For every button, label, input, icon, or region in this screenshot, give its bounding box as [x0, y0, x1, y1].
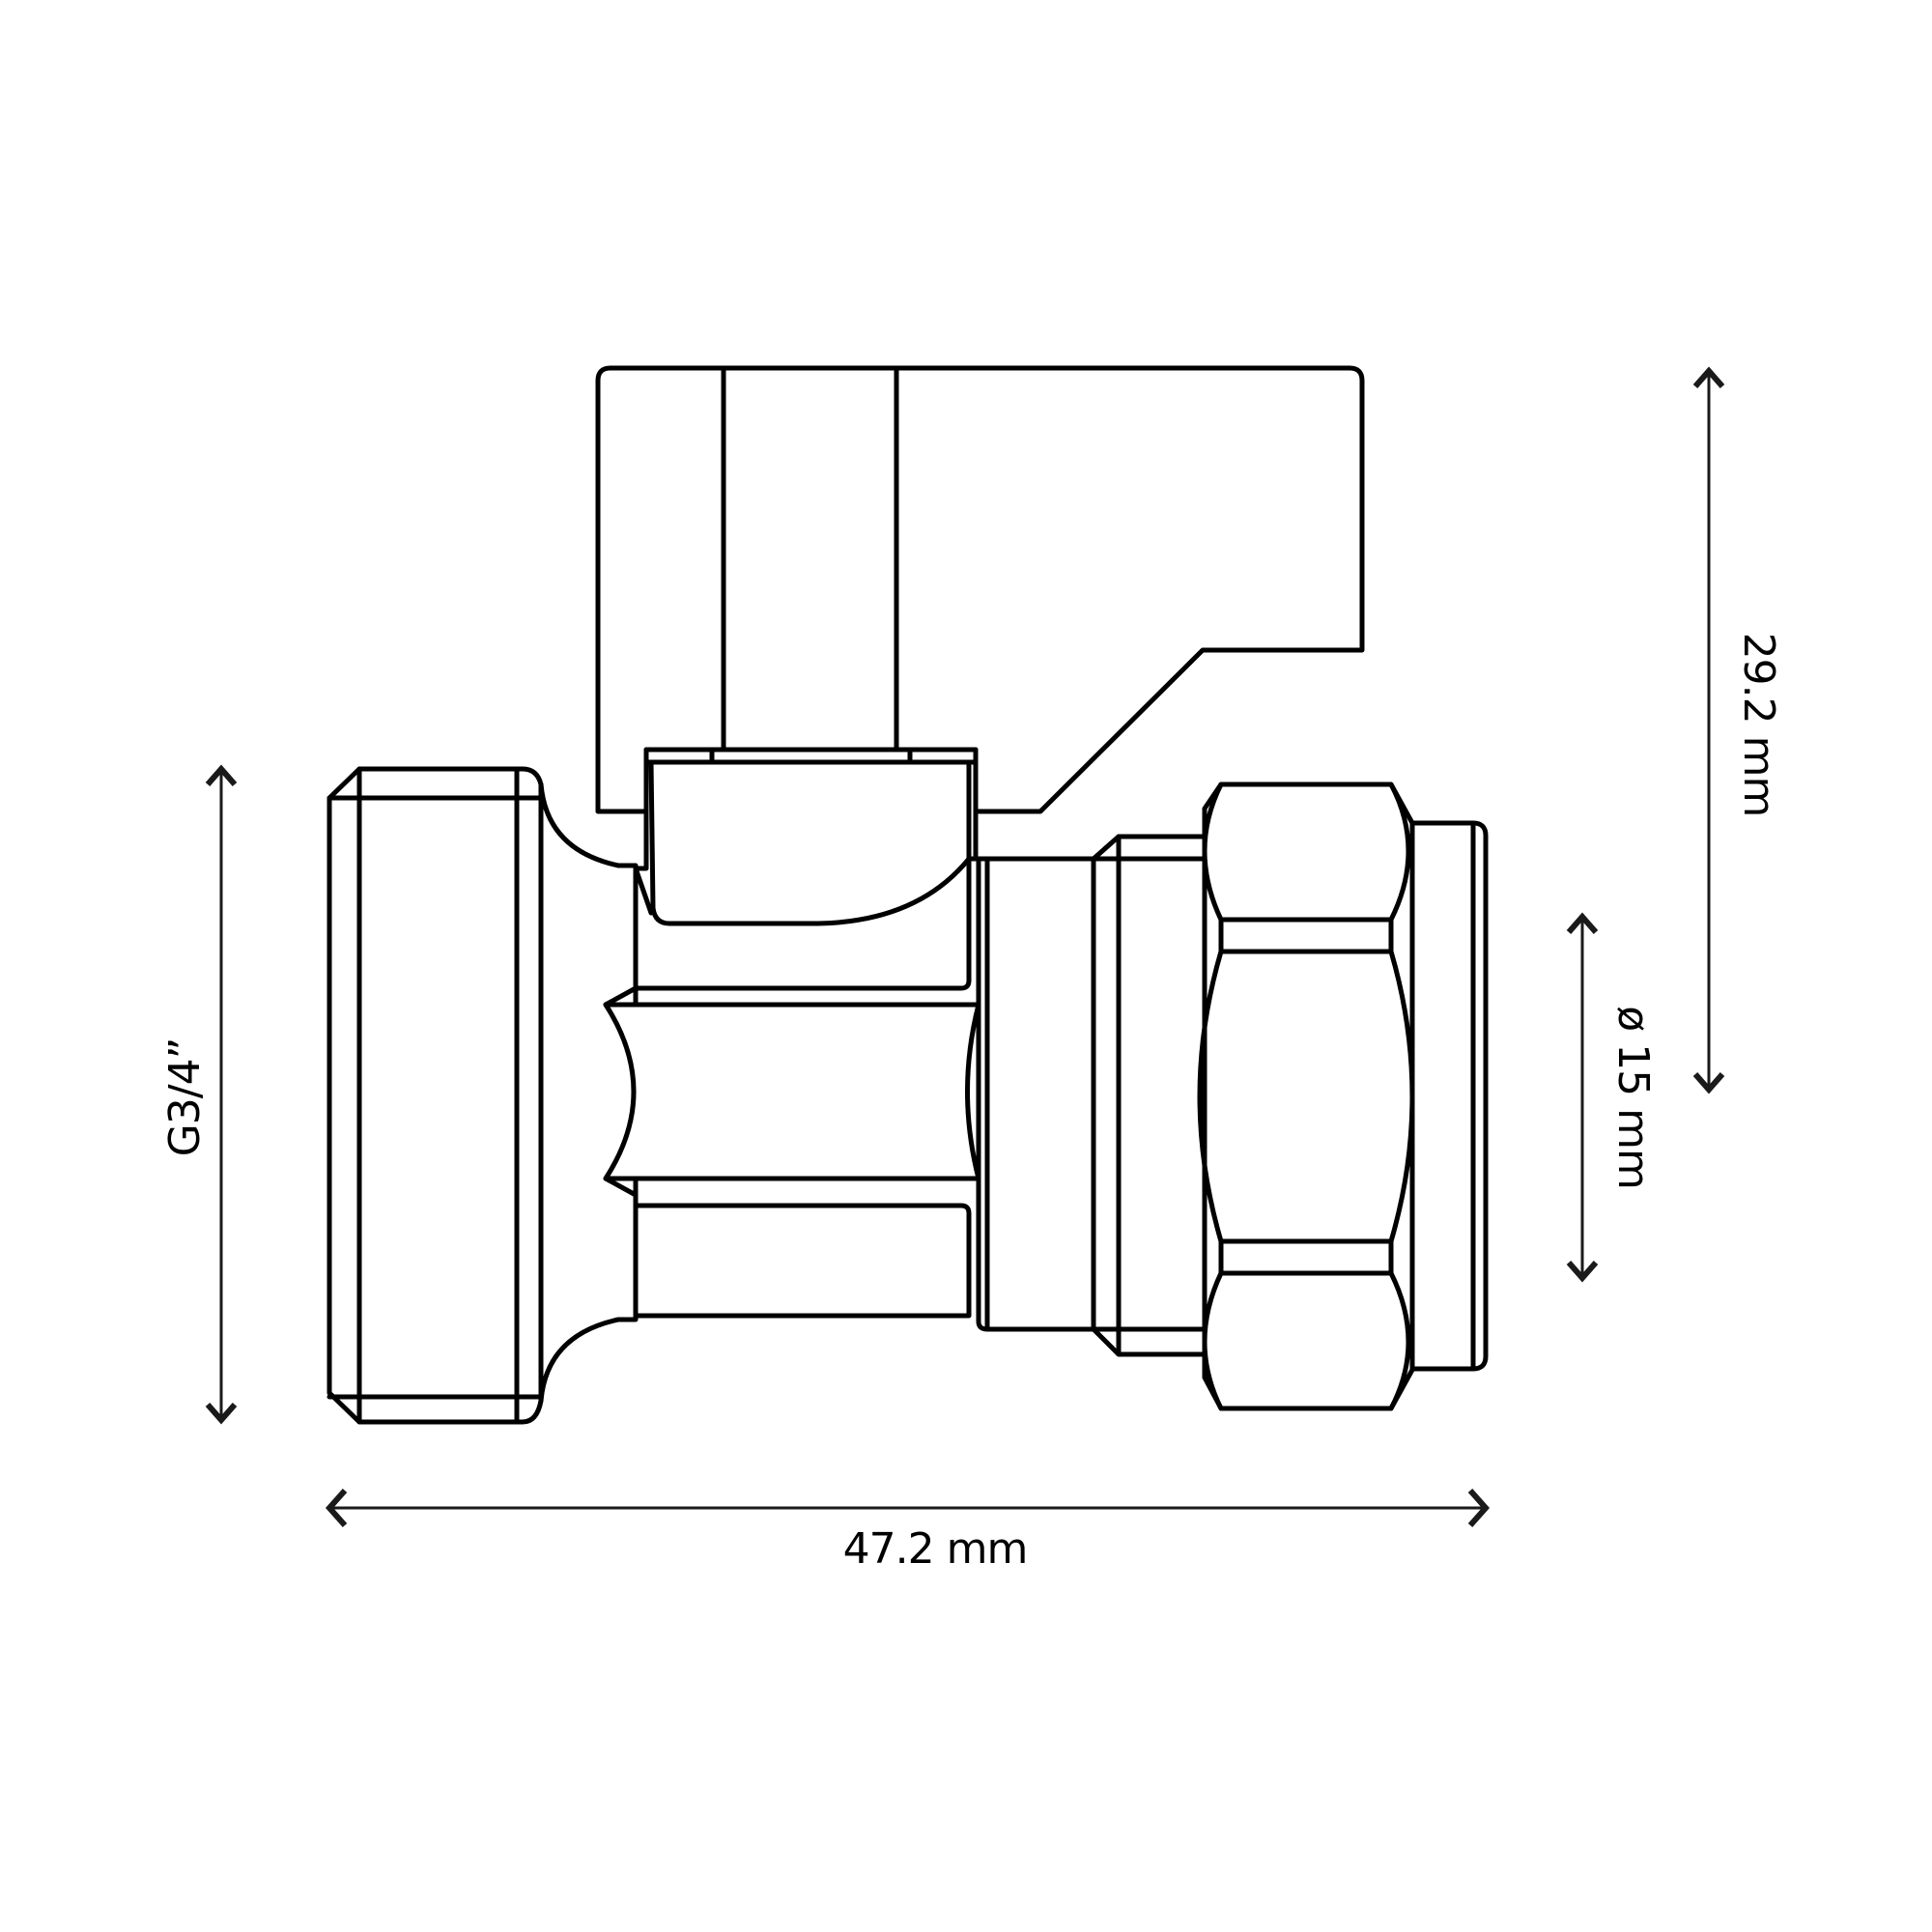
dimension-label-length: 47.2 mm [843, 1524, 1028, 1574]
dimension-overall-length: 47.2 mm [325, 1489, 1491, 1574]
dimension-thread-size: G3/4” [160, 764, 238, 1425]
arrow-up-icon [1692, 366, 1725, 388]
arrow-up-icon [205, 764, 238, 786]
compression-nut [1197, 781, 1415, 1411]
handle-lever [595, 365, 1365, 814]
valve-body-right [976, 834, 1208, 1357]
arrow-down-icon [205, 1403, 238, 1425]
valve-body-upper [633, 759, 979, 991]
arrow-down-icon [1692, 1072, 1725, 1094]
pipe-stub [1409, 820, 1489, 1372]
dimension-label-thread: G3/4” [160, 1038, 210, 1157]
threaded-inlet-g34 [327, 766, 639, 1425]
arrow-left-icon [325, 1489, 348, 1527]
arrow-right-icon [1467, 1489, 1491, 1527]
arrow-down-icon [1566, 1261, 1599, 1283]
dimension-pipe-diameter: ø 15 mm [1566, 912, 1658, 1283]
valve-body-waist [603, 985, 981, 1198]
valve-body-lower [633, 1203, 972, 1319]
dimension-overall-height: 29.2 mm [1692, 366, 1783, 1094]
arrow-up-icon [1566, 912, 1599, 934]
dimension-label-height: 29.2 mm [1734, 633, 1783, 817]
dimension-label-diameter: ø 15 mm [1608, 1006, 1658, 1189]
